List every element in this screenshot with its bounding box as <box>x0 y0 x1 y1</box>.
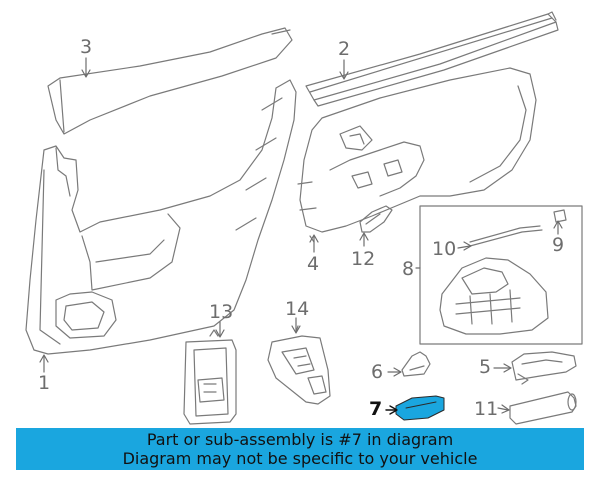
callout-12: 12 <box>351 248 376 270</box>
callout-8: 8 <box>402 258 415 280</box>
callout-10: 10 <box>432 238 457 260</box>
part-12-cover <box>359 205 393 233</box>
leader-lines <box>39 57 563 414</box>
part-14-switch-panel <box>267 325 331 405</box>
callout-3: 3 <box>80 36 93 58</box>
part-1-door-trim-panel <box>25 79 297 355</box>
banner-line-2: Diagram may not be specific to your vehi… <box>122 449 478 468</box>
callout-11: 11 <box>474 398 499 420</box>
callout-2: 2 <box>338 38 351 60</box>
part-7-highlighted <box>395 395 445 421</box>
part-3-upper-garnish <box>47 27 293 135</box>
callout-9: 9 <box>552 234 565 256</box>
callout-5: 5 <box>479 356 492 378</box>
part-13-switch-bezel <box>183 329 237 425</box>
callout-4: 4 <box>307 253 320 275</box>
part-5-inside-handle <box>511 351 577 385</box>
banner-background <box>16 428 584 470</box>
part-11-cap <box>509 391 577 425</box>
callout-7: 7 <box>369 398 383 420</box>
callout-1: 1 <box>38 372 51 394</box>
callout-14: 14 <box>285 298 310 320</box>
part-8-box <box>419 205 583 345</box>
callout-6: 6 <box>371 361 384 383</box>
part-4-door-carrier <box>297 67 537 243</box>
part-2-belt-moulding <box>305 11 559 107</box>
callout-13: 13 <box>209 301 234 323</box>
part-6-clip <box>401 351 431 377</box>
info-banner: Part or sub-assembly is #7 in diagram Di… <box>16 428 584 470</box>
banner-line-1: Part or sub-assembly is #7 in diagram <box>146 430 454 449</box>
part-7-leader <box>385 405 398 415</box>
